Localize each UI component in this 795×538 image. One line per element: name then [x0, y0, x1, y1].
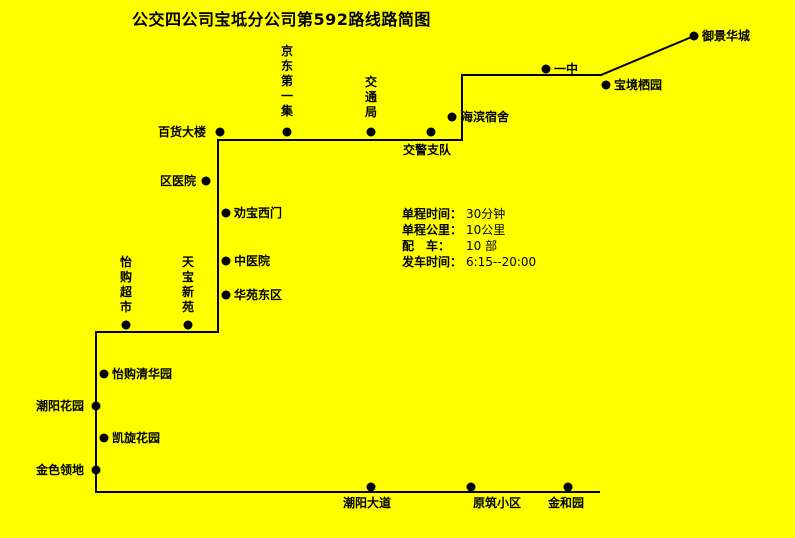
stop-label-kaixuan-huayuan[interactable]: 凯旋花园	[112, 431, 161, 445]
stop-label-quanbao-ximen[interactable]: 劝宝西门	[234, 206, 283, 220]
stop-dot-baihuo-dalou[interactable]	[215, 127, 225, 137]
info-hours-value: 6:15--20:00	[466, 255, 537, 269]
stop-dot-jinse-lingdi[interactable]	[91, 465, 101, 475]
stop-dot-kaixuan-huayuan[interactable]	[99, 433, 109, 443]
stop-label-huayuan-dongqu[interactable]: 华苑东区	[234, 288, 283, 302]
stop-dot-yujing-huacheng[interactable]	[689, 31, 699, 41]
stop-dot-zhongyiyuan[interactable]	[221, 256, 231, 266]
stop-label-qu-yiyuan[interactable]: 区医院	[160, 174, 197, 188]
route-info-panel: 单程时间：30分钟 单程公里：10公里 配 车： 10 部 发车时间：6:15--…	[402, 206, 536, 270]
info-vehicles-label: 配 车：	[402, 239, 451, 253]
info-row-time: 单程时间：30分钟	[402, 206, 536, 222]
stop-dot-jiaotong-ju[interactable]	[366, 127, 376, 137]
stop-label-jiaotong-ju[interactable]: 交通局	[364, 75, 377, 119]
stop-dot-jinhe-yuan[interactable]	[563, 482, 573, 492]
info-time-value: 30分钟	[466, 207, 506, 221]
stop-label-chaoyang-dadao[interactable]: 潮阳大道	[343, 496, 392, 510]
stop-label-jinhe-yuan[interactable]: 金和园	[548, 496, 585, 510]
stop-dot-chaoyang-huayuan[interactable]	[91, 401, 101, 411]
stop-dot-yigou-qinghuayuan[interactable]	[99, 369, 109, 379]
stop-label-zhongyiyuan[interactable]: 中医院	[234, 254, 271, 268]
stop-label-yujing-huacheng[interactable]: 御景华城	[702, 29, 751, 43]
info-vehicles-value: 10 部	[466, 239, 498, 253]
info-distance-value: 10公里	[466, 223, 506, 237]
info-row-distance: 单程公里：10公里	[402, 222, 536, 238]
stop-label-yigou-qinghuayuan[interactable]: 怡购清华园	[112, 367, 173, 381]
info-distance-label: 单程公里：	[402, 223, 463, 237]
stop-label-chaoyang-huayuan[interactable]: 潮阳花园	[36, 399, 85, 413]
stop-label-yizhong[interactable]: 一中	[554, 62, 579, 76]
stop-dot-quanbao-ximen[interactable]	[221, 208, 231, 218]
stop-label-jiaojing-zhidui[interactable]: 交警支队	[403, 143, 452, 157]
info-row-hours: 发车时间：6:15--20:00	[402, 254, 536, 270]
stop-label-tianbao-xinyuan[interactable]: 天宝新苑	[181, 255, 194, 314]
stop-dot-yizhong[interactable]	[541, 64, 551, 74]
stop-label-haibin-sushe[interactable]: 海滨宿舍	[461, 110, 510, 124]
stop-label-baihuo-dalou[interactable]: 百货大楼	[158, 125, 207, 139]
stop-dot-qu-yiyuan[interactable]	[201, 176, 211, 186]
stop-dot-yigou-chaoshi[interactable]	[121, 320, 131, 330]
stop-label-jinse-lingdi[interactable]: 金色领地	[36, 463, 85, 477]
stop-label-baojing-qiyuan[interactable]: 宝境栖园	[614, 78, 663, 92]
info-hours-label: 发车时间：	[402, 255, 463, 269]
stop-dot-chaoyang-dadao[interactable]	[366, 482, 376, 492]
info-row-vehicles: 配 车： 10 部	[402, 238, 536, 254]
stop-dot-jingdong-diyiji[interactable]	[282, 127, 292, 137]
stop-dot-baojing-qiyuan[interactable]	[601, 80, 611, 90]
stop-dot-huayuan-dongqu[interactable]	[221, 290, 231, 300]
stop-label-yuanzhu-xiaoqu[interactable]: 原筑小区	[473, 496, 522, 510]
route-line	[95, 35, 695, 493]
stop-dot-yuanzhu-xiaoqu[interactable]	[466, 482, 476, 492]
stop-dot-jiaojing-zhidui[interactable]	[426, 127, 436, 137]
stop-dot-tianbao-xinyuan[interactable]	[183, 320, 193, 330]
stop-dot-haibin-sushe[interactable]	[447, 112, 457, 122]
map-title: 公交四公司宝坻分公司第592路线路简图	[132, 10, 431, 29]
info-time-label: 单程时间：	[402, 207, 463, 221]
stop-label-yigou-chaoshi[interactable]: 怡购超市	[119, 255, 132, 314]
stop-label-jingdong-diyiji[interactable]: 京东第一集	[280, 44, 293, 118]
